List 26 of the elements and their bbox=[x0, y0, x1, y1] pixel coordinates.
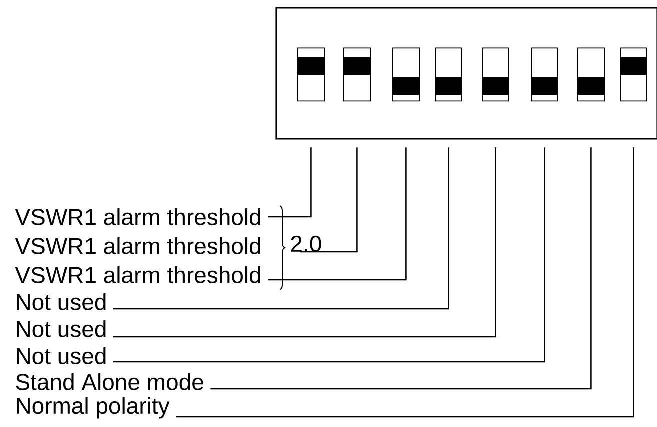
label-text: VSWR1 alarm threshold bbox=[15, 266, 260, 284]
dip-switch bbox=[531, 48, 558, 102]
dip-switch bbox=[577, 48, 606, 102]
leader-line bbox=[268, 148, 312, 218]
switch-housing bbox=[276, 7, 657, 140]
leader-line bbox=[113, 148, 546, 363]
leader-line bbox=[176, 148, 634, 418]
dip-switch bbox=[392, 48, 420, 102]
dip-switch bbox=[297, 48, 326, 102]
label-text: Not used bbox=[17, 294, 106, 310]
label-text: Not used bbox=[17, 320, 106, 338]
dip-switch bbox=[620, 48, 648, 102]
label-text: VSWR1 alarm threshold bbox=[15, 238, 260, 254]
value-label: 2.0 bbox=[291, 236, 322, 252]
leader-line bbox=[268, 148, 407, 281]
label-text: VSWR1 alarm threshold bbox=[15, 208, 260, 226]
label-text: Not used bbox=[17, 348, 106, 364]
label-text: Normal polarity bbox=[17, 397, 170, 419]
leader-line bbox=[300, 148, 358, 253]
leader-line bbox=[210, 148, 592, 390]
dip-switch bbox=[435, 48, 462, 102]
leader-line bbox=[113, 148, 496, 338]
label-text: Stand Alone mode bbox=[16, 374, 204, 390]
dip-switch bbox=[343, 48, 372, 102]
dip-switch bbox=[482, 48, 510, 102]
leader-line bbox=[113, 148, 450, 310]
